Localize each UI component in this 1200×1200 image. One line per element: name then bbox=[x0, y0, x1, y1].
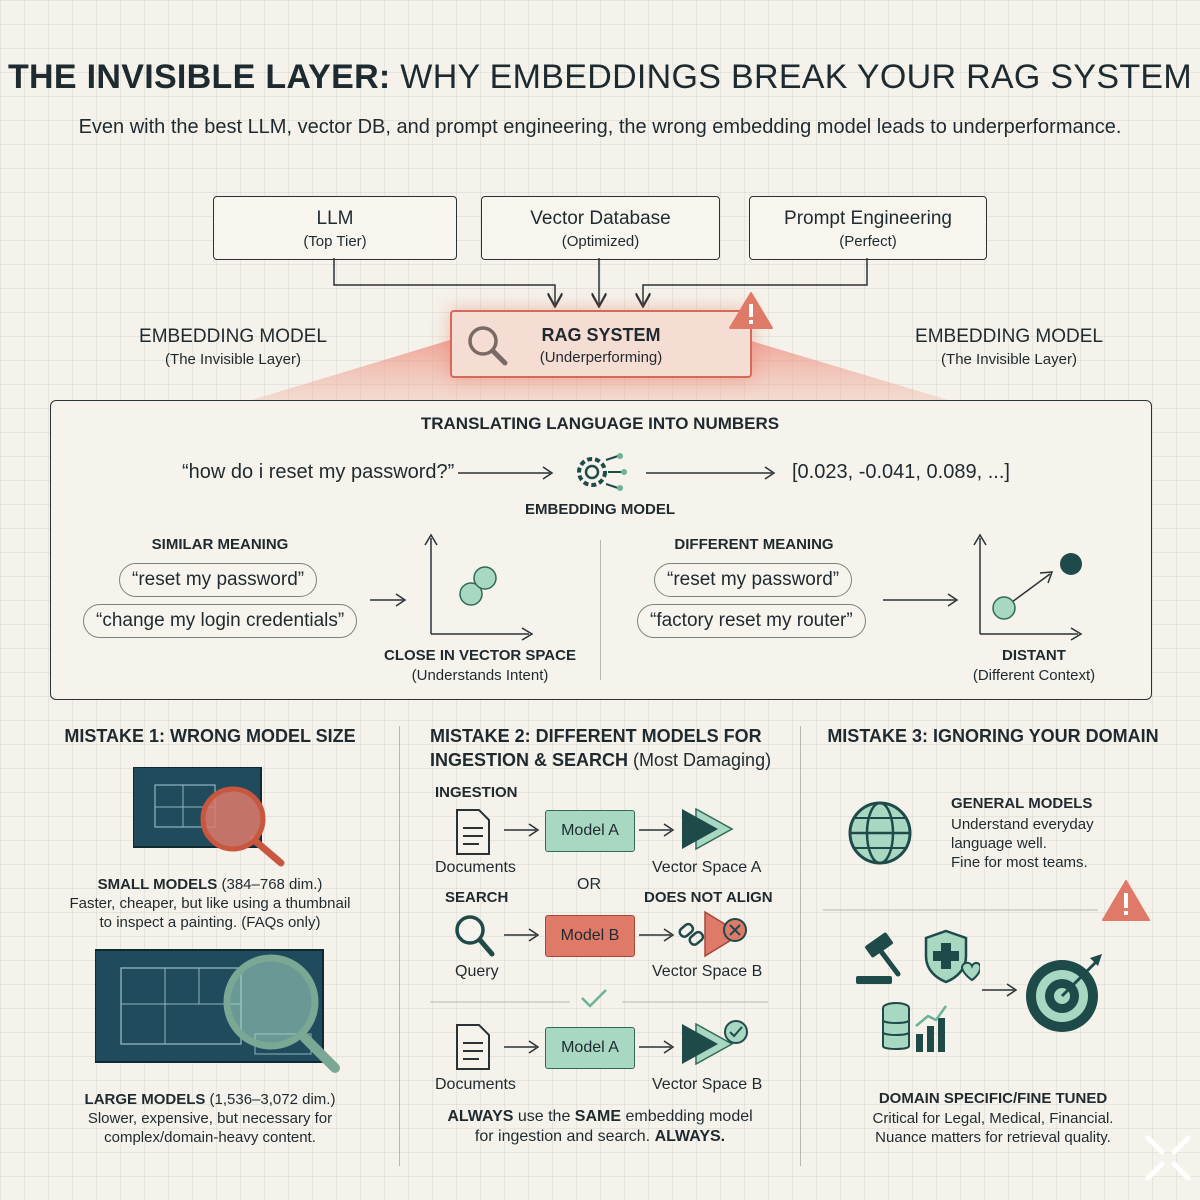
domain-specific-heading: DOMAIN SPECIFIC/FINE TUNED bbox=[878, 1090, 1108, 1107]
distant-label: DISTANT bbox=[1002, 647, 1066, 664]
ingestion-label: INGESTION bbox=[435, 784, 518, 801]
arrow-icon bbox=[504, 928, 540, 942]
different-phrase-2: “factory reset my router” bbox=[637, 604, 866, 638]
search-icon bbox=[455, 915, 495, 957]
mistake-2-heading-2: INGESTION & SEARCH (Most Damaging) bbox=[430, 750, 772, 770]
document-icon bbox=[456, 809, 490, 855]
translation-panel bbox=[50, 400, 1152, 700]
different-phrase-1: “reset my password” bbox=[654, 563, 853, 597]
small-models-heading: SMALL MODELS (384–768 dim.) bbox=[97, 876, 323, 893]
query-label: Query bbox=[455, 963, 499, 980]
vector-space-b-label-2: Vector Space B bbox=[652, 1076, 763, 1093]
page-title: THE INVISIBLE LAYER: WHY EMBEDDINGS BREA… bbox=[7, 58, 1192, 96]
panel-heading: TRANSLATING LANGUAGE INTO NUMBERS bbox=[420, 414, 780, 433]
general-models-desc-2: language well. bbox=[951, 835, 1047, 852]
arrow-icon bbox=[504, 823, 540, 837]
rule-line-1: ALWAYS use the SAME embedding model bbox=[447, 1108, 753, 1125]
prompt-engineering-sub: (Perfect) bbox=[839, 233, 897, 250]
arrow-icon bbox=[639, 1040, 675, 1054]
different-meaning-heading: DIFFERENT MEANING bbox=[674, 536, 834, 553]
panel-arrows bbox=[458, 466, 776, 480]
broken-link-icon bbox=[678, 910, 747, 958]
similar-phrase-2: “change my login credentials” bbox=[83, 604, 358, 638]
mistake-1-heading: MISTAKE 1: WRONG MODEL SIZE bbox=[64, 726, 356, 746]
embedding-model-caption: EMBEDDING MODEL bbox=[525, 501, 675, 518]
model-b-box: Model B bbox=[545, 915, 635, 957]
general-models-desc-1: Understand everyday bbox=[951, 816, 1094, 833]
embedding-model-right-label: EMBEDDING MODEL (The Invisible Layer) bbox=[915, 326, 1103, 368]
small-models-desc-1: Faster, cheaper, but like using a thumbn… bbox=[69, 895, 351, 912]
general-models-heading: GENERAL MODELS bbox=[951, 795, 1093, 812]
rule-line-2: for ingestion and search. ALWAYS. bbox=[474, 1128, 726, 1145]
gavel-icon bbox=[856, 932, 901, 984]
column-divider-2 bbox=[800, 726, 801, 1166]
mistake-3-heading: MISTAKE 3: IGNORING YOUR DOMAIN bbox=[827, 726, 1159, 746]
finance-chart-icon bbox=[882, 1002, 948, 1052]
check-separator bbox=[430, 989, 768, 1008]
rag-system-box: RAG SYSTEM (Underperforming) bbox=[450, 310, 752, 378]
panel-divider bbox=[600, 540, 601, 680]
domain-specific-desc-2: Nuance matters for retrieval quality. bbox=[875, 1129, 1111, 1146]
similar-phrase-1: “reset my password” bbox=[119, 563, 318, 597]
close-in-vector-space: CLOSE IN VECTOR SPACE bbox=[384, 647, 576, 664]
arrow-icon bbox=[639, 928, 675, 942]
large-models-desc-2: complex/domain-heavy content. bbox=[104, 1129, 316, 1146]
arrow-icon bbox=[639, 823, 675, 837]
vector-db-box: Vector Database (Optimized) bbox=[481, 196, 720, 260]
vector-db-sub: (Optimized) bbox=[561, 233, 640, 250]
llm-label: LLM bbox=[316, 208, 354, 229]
small-blueprint-image bbox=[133, 767, 285, 867]
domain-separator bbox=[823, 909, 1098, 911]
document-icon bbox=[456, 1024, 490, 1070]
search-label: SEARCH bbox=[445, 889, 509, 906]
small-models-desc-2: to inspect a painting. (FAQs only) bbox=[99, 914, 321, 931]
example-query: “how do i reset my password?” bbox=[182, 461, 455, 483]
domain-specific-desc-1: Critical for Legal, Medical, Financial. bbox=[872, 1110, 1114, 1127]
llm-box: LLM (Top Tier) bbox=[213, 196, 457, 260]
vector-space-a-icon bbox=[682, 807, 734, 851]
target-icon bbox=[1026, 954, 1102, 1032]
large-blueprint-image bbox=[95, 949, 340, 1073]
general-models-desc-3: Fine for most teams. bbox=[951, 854, 1088, 871]
vector-space-a-label: Vector Space A bbox=[652, 859, 762, 876]
does-not-align-label: DOES NOT ALIGN bbox=[644, 889, 773, 906]
aligned-vector-space-icon bbox=[682, 1020, 748, 1066]
close-vector-plot bbox=[370, 533, 534, 641]
globe-icon bbox=[848, 801, 912, 865]
rag-label: RAG SYSTEM bbox=[541, 325, 661, 345]
vector-db-label: Vector Database bbox=[530, 208, 671, 229]
medical-shield-icon bbox=[924, 929, 980, 984]
arrow-icon bbox=[504, 1040, 540, 1054]
gear-icon bbox=[577, 453, 627, 491]
distant-vector-plot bbox=[883, 533, 1083, 641]
similar-meaning-heading: SIMILAR MEANING bbox=[151, 536, 289, 553]
vector-output: [0.023, -0.041, 0.089, ...] bbox=[792, 461, 1010, 483]
page-subtitle: Even with the best LLM, vector DB, and p… bbox=[78, 116, 1122, 138]
search-icon bbox=[468, 326, 508, 366]
documents-label-2: Documents bbox=[435, 1076, 516, 1093]
rag-sub: (Underperforming) bbox=[539, 349, 663, 366]
model-a-box-2: Model A bbox=[545, 1027, 635, 1069]
prompt-engineering-label: Prompt Engineering bbox=[784, 208, 952, 229]
arrow-icon bbox=[982, 983, 1018, 997]
embedding-model-left-label: EMBEDDING MODEL (The Invisible Layer) bbox=[139, 326, 327, 368]
warning-icon bbox=[729, 292, 773, 329]
brand-logo-icon bbox=[1145, 1135, 1191, 1181]
warning-icon bbox=[1102, 880, 1150, 921]
column-divider-1 bbox=[399, 726, 400, 1166]
mistake-2-heading-1: MISTAKE 2: DIFFERENT MODELS FOR bbox=[430, 726, 762, 746]
large-models-heading: LARGE MODELS (1,536–3,072 dim.) bbox=[84, 1091, 336, 1108]
or-label: OR bbox=[577, 876, 601, 893]
close-sub: (Understands Intent) bbox=[411, 667, 549, 684]
llm-sub: (Top Tier) bbox=[303, 233, 367, 250]
model-a-box: Model A bbox=[545, 810, 635, 852]
prompt-engineering-box: Prompt Engineering (Perfect) bbox=[749, 196, 987, 260]
distant-sub: (Different Context) bbox=[972, 667, 1096, 684]
documents-label: Documents bbox=[435, 859, 516, 876]
vector-space-b-label: Vector Space B bbox=[652, 963, 763, 980]
large-models-desc-1: Slower, expensive, but necessary for bbox=[87, 1110, 333, 1127]
